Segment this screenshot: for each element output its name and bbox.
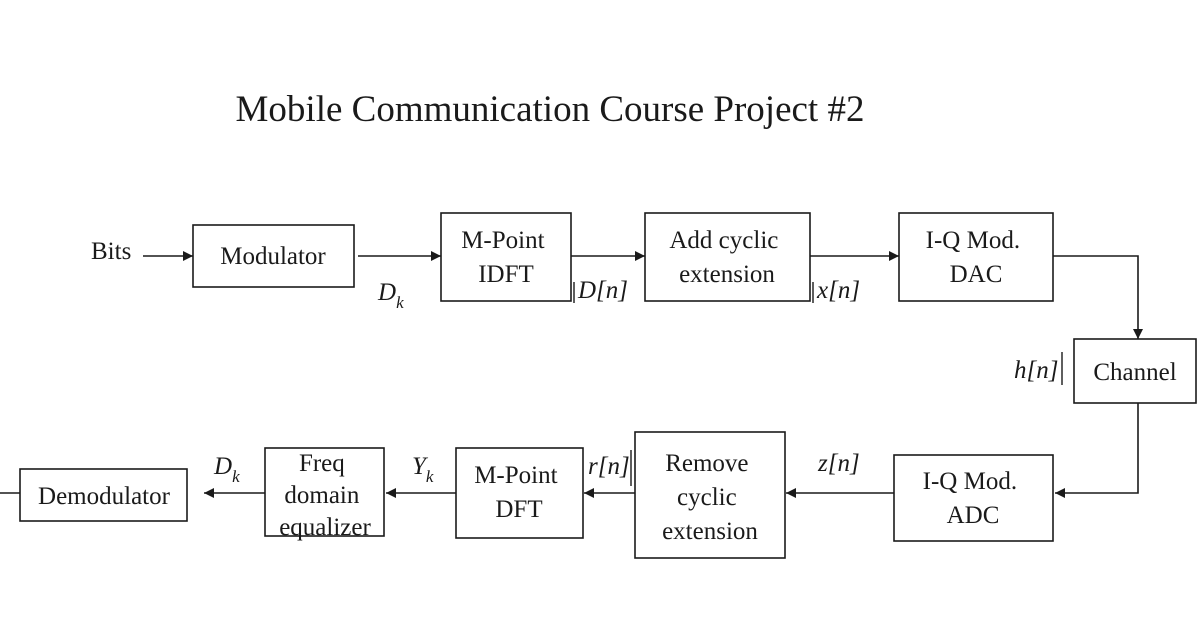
remove-cp-label-line1: Remove — [665, 450, 748, 477]
remove-cyclic-extension-block: Remove cyclic extension — [634, 431, 786, 559]
dft-block: M-Point DFT — [455, 447, 584, 539]
iq-adc-block: I-Q Mod. ADC — [893, 454, 1054, 542]
svg-text:M-Point DFT: M-Point DFT — [474, 462, 564, 523]
bits-label: Bits — [91, 238, 131, 265]
svg-text:Add cyclic extension: Add cyclic extension — [669, 227, 784, 288]
wire-dac-to-channel — [1053, 255, 1143, 339]
diagram-title: Mobile Communication Course Project #2 — [236, 89, 865, 130]
svg-text:I-Q Mod. DAC: I-Q Mod. DAC — [926, 227, 1027, 288]
iq-adc-label-line2: ADC — [947, 502, 1000, 529]
channel-label: Channel — [1093, 359, 1176, 386]
dft-label-line1: M-Point — [474, 462, 557, 489]
svg-text:Remove cyclic exte: Remove cyclic extension — [662, 450, 758, 545]
equalizer-label-line1: Freq — [299, 450, 345, 477]
svg-text:Freq domain equali: Freq domain equalizer — [279, 450, 371, 541]
iq-dac-block: I-Q Mod. DAC — [898, 212, 1054, 302]
svg-text:Channel: Channel — [1093, 359, 1176, 386]
svg-text:Demodulator: Demodulator — [38, 483, 171, 510]
remove-cp-label-line2: cyclic — [677, 484, 737, 511]
demodulator-block: Demodulator — [19, 468, 188, 522]
iq-adc-label-line1: I-Q Mod. — [923, 468, 1017, 495]
iq-dac-label-line2: DAC — [950, 261, 1003, 288]
dft-label-line2: DFT — [495, 496, 542, 523]
signal-dk-tx: Dk — [377, 279, 404, 312]
signal-dn-tx: D[n] — [577, 277, 628, 304]
modulator-block: Modulator — [192, 224, 355, 288]
add-cyclic-extension-block: Add cyclic extension — [644, 212, 811, 302]
freq-domain-equalizer-block: Freq domain equalizer — [264, 447, 385, 541]
equalizer-label-line2: domain — [284, 482, 359, 509]
modulator-label: Modulator — [220, 243, 326, 270]
equalizer-label-line3: equalizer — [279, 514, 371, 541]
svg-text:Modulator: Modulator — [220, 243, 326, 270]
signal-dk-rx: Dk — [213, 453, 240, 486]
idft-block: M-Point IDFT — [440, 212, 572, 302]
signal-hn: h[n] — [1014, 357, 1058, 384]
signal-xn: x[n] — [816, 277, 860, 304]
wire-channel-to-adc — [1055, 403, 1139, 498]
signal-rn: r[n] — [588, 453, 630, 480]
idft-label-line2: IDFT — [478, 261, 534, 288]
signal-zn: z[n] — [817, 450, 860, 477]
svg-text:I-Q Mod. ADC: I-Q Mod. ADC — [923, 468, 1024, 529]
idft-label-line1: M-Point — [461, 227, 544, 254]
iq-dac-label-line1: I-Q Mod. — [926, 227, 1020, 254]
svg-text:M-Point IDFT: M-Point IDFT — [461, 227, 551, 288]
remove-cp-label-line3: extension — [662, 518, 758, 545]
channel-block: Channel — [1073, 338, 1197, 404]
add-cp-label-line1: Add cyclic — [669, 227, 778, 254]
demodulator-label: Demodulator — [38, 483, 171, 510]
add-cp-label-line2: extension — [679, 261, 775, 288]
signal-yk: Yk — [412, 453, 434, 486]
